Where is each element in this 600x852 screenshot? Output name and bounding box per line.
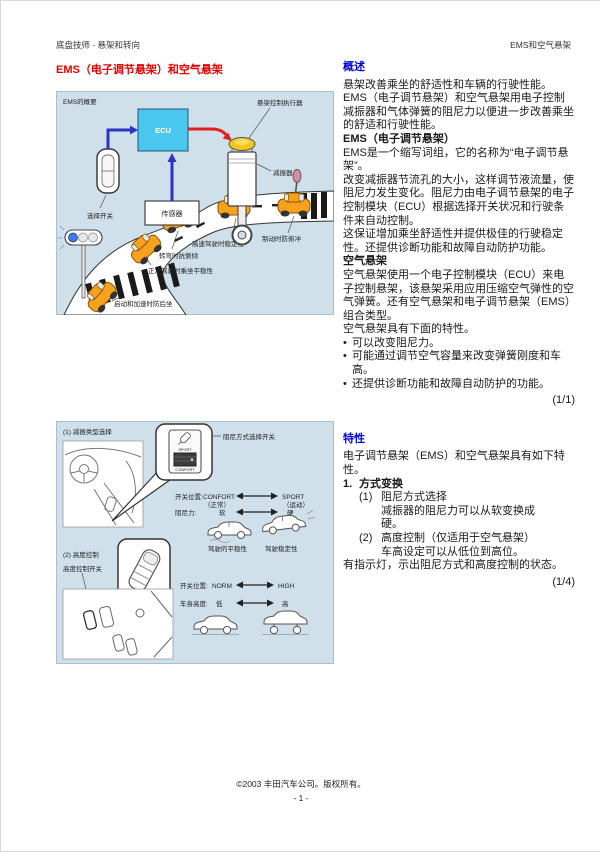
- row1-right: SPORT: [282, 494, 304, 501]
- row3-left: NORM: [212, 583, 232, 590]
- subitem-number: (1): [359, 491, 373, 504]
- footer-copyright: ©2003 丰田汽车公司。版权所有。: [236, 779, 366, 789]
- low-car-sketch: [192, 615, 239, 635]
- bullet-text: 还提供诊断功能和故障自动防护的功能。: [352, 377, 550, 390]
- row2-right: 硬: [287, 509, 294, 517]
- section1-label: (1) 减振类型选择: [63, 427, 112, 436]
- row1-left-sub: （正常）: [204, 500, 230, 509]
- sport-car-label: 驾驶稳定性: [265, 544, 298, 553]
- comfort-car-sketch: [207, 521, 252, 543]
- mode-height-diagram: (1) 减振类型选择 SPORT: [56, 421, 334, 664]
- shock-absorber: [227, 137, 257, 246]
- air-paragraph-1: 空气悬架使用一个电子控制模块（ECU）来电子控制悬架，该悬架采用应用压缩空气弹性…: [343, 268, 574, 322]
- diagram1-caption: EMS的概要: [63, 97, 97, 106]
- ecu-label: ECU: [155, 126, 171, 135]
- bullet-item: • 还提供诊断功能和故障自动防护的功能。: [343, 378, 575, 392]
- console-panel-sketch: [62, 588, 174, 660]
- subitem-title: 阻尼方式选择: [381, 491, 447, 504]
- car: [130, 233, 162, 265]
- label-normal-driving: 正常驾驶时乘坐平稳性: [148, 266, 214, 275]
- actuator-label: 悬架控制执行器: [257, 98, 303, 107]
- row4-arrow: [236, 599, 274, 607]
- feature-subitem-2: (2) 高度控制（仅适用于空气悬架） 车高设定可以从低位到高位。: [359, 532, 575, 559]
- overview-heading: 概述: [343, 61, 365, 73]
- ems-paragraph-3: 这保证增加乘坐舒适性并提供极佳的行驶稳定性。还提供诊断功能和故障自动防护功能。: [343, 228, 563, 254]
- feature-item-title: 方式变换: [359, 477, 403, 490]
- features-heading: 特性: [343, 432, 365, 445]
- sensor-label: 传感器: [162, 209, 183, 218]
- row4-label: 车身高度:: [180, 599, 208, 608]
- ems-paragraph-1: EMS是一个缩写词组，它的名称为“电子调节悬架”。: [343, 146, 569, 173]
- subitem-title: 高度控制（仅适用于空气悬架）: [381, 532, 535, 544]
- bullet-marker: •: [343, 336, 347, 349]
- row1-right-sub: （运动）: [283, 501, 309, 509]
- comfort-car-label: 驾驶的平稳性: [208, 544, 248, 553]
- ems-overview-diagram: EMS的概要: [56, 91, 334, 315]
- bullet-item: • 可以改变阻尼力。: [343, 337, 575, 351]
- bullet-marker: •: [343, 350, 347, 363]
- selector-switch: [96, 148, 120, 194]
- header-section-title: EMS和空气悬架: [510, 40, 571, 50]
- switch-confort-label: CONFORT: [175, 467, 195, 472]
- label-cornering: 转弯时抗侧倾: [159, 251, 199, 260]
- feature-item-number: 1.: [343, 477, 353, 490]
- signal-arrow-switch: [106, 125, 138, 149]
- label-braking: 制动时防俯冲: [262, 234, 302, 243]
- row3-right: HIGH: [278, 583, 295, 590]
- section2-label: (2) 高度控制: [63, 550, 99, 559]
- page-ref-overview: (1/1): [552, 394, 575, 407]
- height-switch-label: 高度控制开关: [63, 564, 103, 573]
- indicator-note: 有指示灯，示出阻尼方式和高度控制的状态。: [343, 559, 563, 572]
- signal-arrow-sensor: [167, 153, 177, 201]
- traffic-light-left: [57, 225, 103, 299]
- car: [277, 192, 311, 217]
- damper-label: 减振器: [273, 168, 293, 177]
- row1-label: 开关位置:: [175, 492, 203, 501]
- page-ref-features: (1/4): [552, 575, 575, 588]
- row1-arrow: [236, 492, 278, 500]
- row4-left: 低: [216, 599, 223, 608]
- actuator-arrow: [188, 127, 232, 141]
- switch-sport-label: SPORT: [178, 447, 192, 452]
- row2-label: 阻尼力:: [175, 508, 197, 517]
- page-title: EMS（电子调节悬架）和空气悬架: [56, 64, 223, 76]
- row3-label: 开关位置:: [180, 581, 208, 590]
- features-intro: 电子调节悬架（EMS）和空气悬架具有如下特性。: [343, 450, 565, 477]
- text-column: 概述 悬架改善乘坐的舒适性和车辆的行驶性能。EMS（电子调节悬架）和空气悬架用电…: [343, 61, 575, 589]
- bullet-marker: •: [343, 377, 347, 390]
- row3-arrow: [236, 581, 274, 589]
- car: [86, 281, 118, 313]
- air-suspension-subheading: 空气悬架: [343, 255, 387, 268]
- bullet-text: 可能通过调节空气容量来改变弹簧刚度和车高。: [352, 350, 561, 377]
- sport-car-sketch: [262, 510, 315, 535]
- label-acceleration: 启动和加速时防后坐: [114, 299, 173, 308]
- breadcrumb: 底盘技师 - 悬架和转向: [56, 40, 141, 50]
- feature-item-1: 1. 方式变换: [343, 478, 575, 492]
- ems-paragraph-2: 改变减振器节流孔的大小，这样调节液流量，使阻尼力发生变化。阻尼力由电子调节悬架的…: [343, 173, 574, 227]
- sensor-box: [144, 200, 200, 226]
- overview-paragraph: 悬架改善乘坐的舒适性和车辆的行驶性能。EMS（电子调节悬架）和空气悬架用电子控制…: [343, 78, 574, 132]
- damping-switch-callout: SPORT CONFORT: [111, 423, 213, 522]
- air-paragraph-2: 空气悬架具有下面的特性。: [343, 323, 475, 336]
- row2-left: 软: [219, 508, 226, 517]
- high-car-sketch: [262, 610, 309, 635]
- ems-subheading: EMS（电子调节悬架）: [343, 132, 455, 145]
- subitem-number: (2): [359, 532, 373, 544]
- interior-sketch: [62, 440, 144, 528]
- bullet-text: 可以改变阻尼力。: [352, 336, 440, 349]
- bullet-item: • 可能通过调节空气容量来改变弹簧刚度和车高。: [343, 350, 575, 377]
- damping-switch-label: 阻尼方式选择开关: [223, 432, 276, 441]
- row2-arrow: [236, 508, 278, 516]
- subitem-body: 车高设定可以从低位到高位。: [381, 545, 524, 558]
- footer-page-number: - 1 -: [293, 793, 309, 803]
- selector-switch-label: 选择开关: [87, 211, 114, 220]
- subitem-body: 减振器的阻尼力可以从软变换成硬。: [381, 504, 535, 531]
- row1-left: CONFORT: [203, 494, 235, 501]
- label-high-speed: 高速驾驶时稳定性: [192, 239, 245, 248]
- row4-right: 高: [282, 599, 289, 608]
- feature-subitem-1: (1) 阻尼方式选择 减振器的阻尼力可以从软变换成硬。: [359, 491, 575, 532]
